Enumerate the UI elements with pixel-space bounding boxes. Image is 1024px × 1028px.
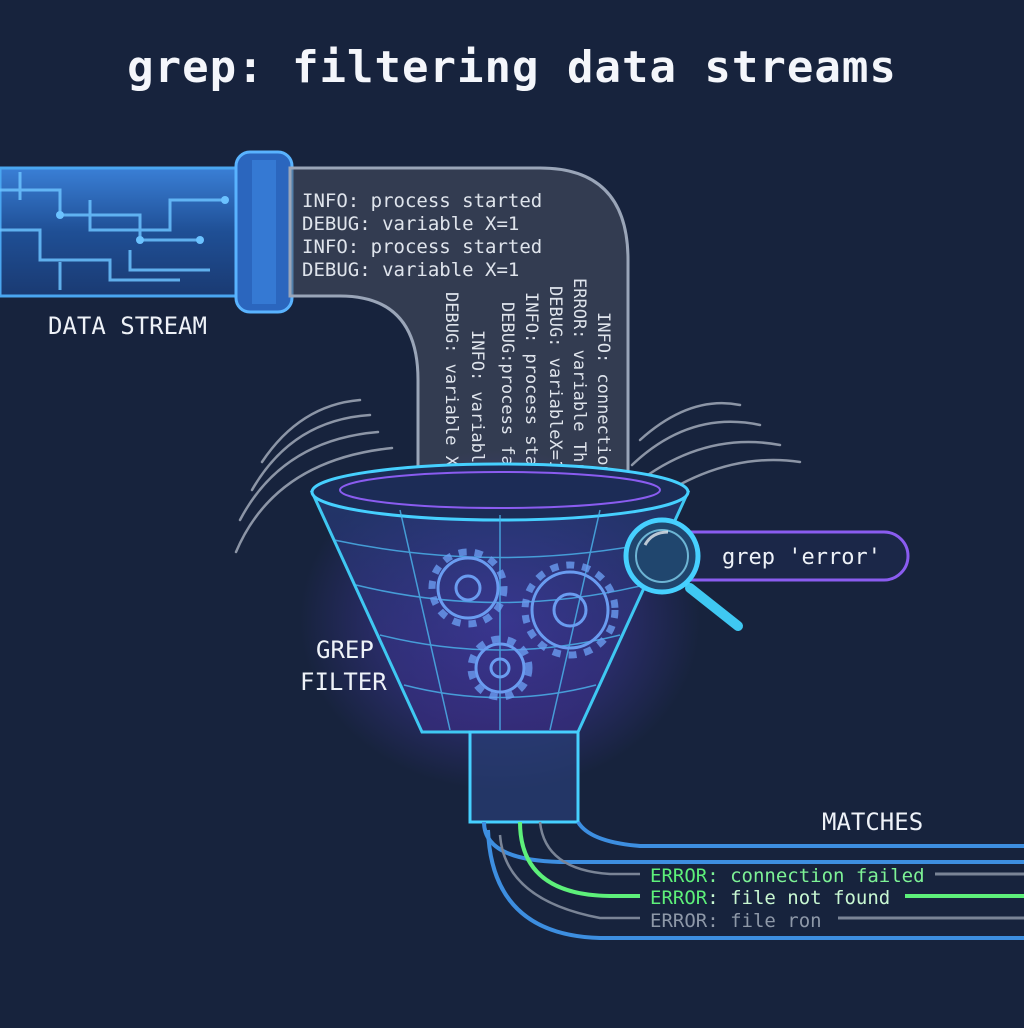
grep-funnel [309, 462, 691, 824]
pipe-log-line: DEBUG: variableX=1 [545, 286, 565, 470]
match-line: ERROR: connection failed [650, 865, 925, 887]
pipe-log-line: INFO: process started [302, 190, 542, 212]
match-line: ERROR: file ron [650, 910, 822, 932]
data-stream-label: DATA STREAM [48, 312, 207, 340]
input-pipe [0, 150, 294, 314]
match-line: ERROR: file not found [650, 887, 890, 909]
pipe-log-line: INFO: connection [593, 312, 613, 476]
grep-command: grep 'error' [722, 545, 881, 570]
pipe-log-line: DEBUG: variable X=1 [302, 213, 519, 235]
match-keyword: ERROR [650, 910, 708, 932]
matches-label: MATCHES [822, 808, 924, 836]
matches-list: ERROR: connection failed ERROR: file not… [650, 865, 925, 932]
match-text: : file ron [707, 910, 821, 932]
pipe-log-line: ERROR: variable Three [569, 278, 589, 493]
match-keyword: ERROR [650, 865, 708, 887]
grep-filter-label-line2: FILTER [300, 668, 387, 696]
pipe-log-line: INFO: process started [302, 236, 542, 258]
magnifier-icon [623, 517, 743, 631]
pipe-log-line: DEBUG: variable X=1 [302, 259, 519, 281]
output-pipe [482, 820, 1024, 940]
match-keyword: ERROR [650, 887, 708, 909]
gear-icon [428, 548, 619, 701]
pipe-log-line: DEBUG: variable X=1 [441, 292, 461, 486]
grep-filter-label-line1: GREP [316, 636, 374, 664]
grep-command-callout: grep 'error' [638, 530, 910, 582]
match-text: : file not found [707, 887, 890, 909]
page-title: grep: filtering data streams [127, 42, 897, 93]
match-text: : connection failed [707, 865, 924, 887]
pipe-log-lines-horizontal: INFO: process started DEBUG: variable X=… [302, 190, 542, 281]
